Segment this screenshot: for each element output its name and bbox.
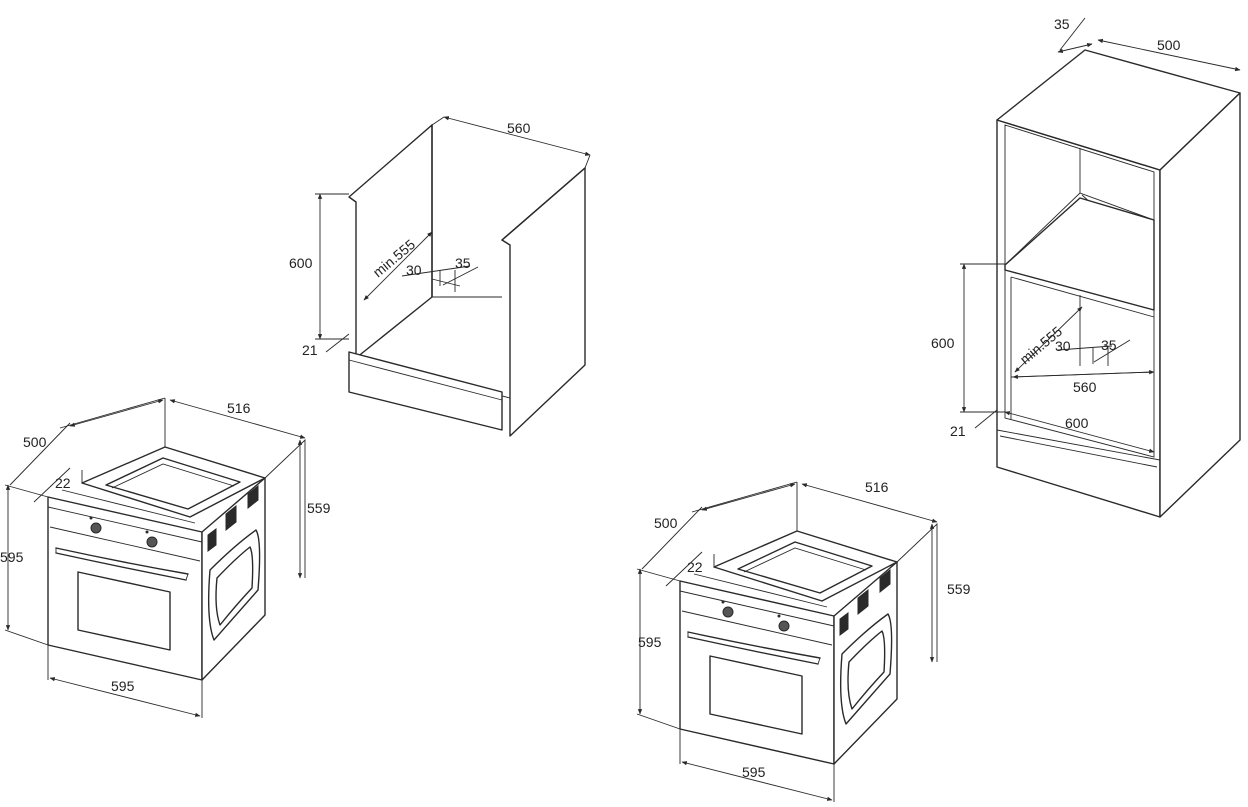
tall-cabinet <box>960 17 1241 518</box>
tall-gap-label: 30 <box>1055 338 1071 354</box>
tall-rear-label: 35 <box>1101 337 1117 353</box>
oven-right-bezel-label: 22 <box>687 559 703 575</box>
tall-outer-width-label: 600 <box>1065 415 1089 431</box>
oven-left-bezel-label: 22 <box>55 475 71 491</box>
oven-right-right-height-label: 559 <box>947 581 971 597</box>
base-rear-label: 35 <box>455 255 471 271</box>
oven-right-front-height-label: 595 <box>638 634 662 650</box>
tall-top-depth-label: 500 <box>1157 37 1181 53</box>
oven-right-top-width-label: 516 <box>865 479 889 495</box>
oven-right <box>636 481 938 802</box>
oven-left-depth-label: 500 <box>23 434 47 450</box>
tall-plinth-label: 21 <box>950 423 966 439</box>
base-gap-label: 30 <box>406 262 422 278</box>
base-plinth-label: 21 <box>302 342 318 358</box>
base-height-label: 600 <box>289 255 313 271</box>
oven-left-top-width-label: 516 <box>227 400 251 416</box>
tall-top-rear-label: 35 <box>1054 16 1070 32</box>
tall-height-label: 600 <box>931 335 955 351</box>
oven-right-front-width-label: 595 <box>742 764 766 780</box>
oven-left-front-width-label: 595 <box>111 678 135 694</box>
base-width-label: 560 <box>507 120 531 136</box>
oven-left-front-height-label: 595 <box>0 549 24 565</box>
oven-left <box>4 397 306 718</box>
base-cabinet <box>315 116 591 437</box>
tall-inner-width-label: 560 <box>1073 379 1097 395</box>
oven-left-right-height-label: 559 <box>307 500 331 516</box>
oven-right-depth-label: 500 <box>654 515 678 531</box>
